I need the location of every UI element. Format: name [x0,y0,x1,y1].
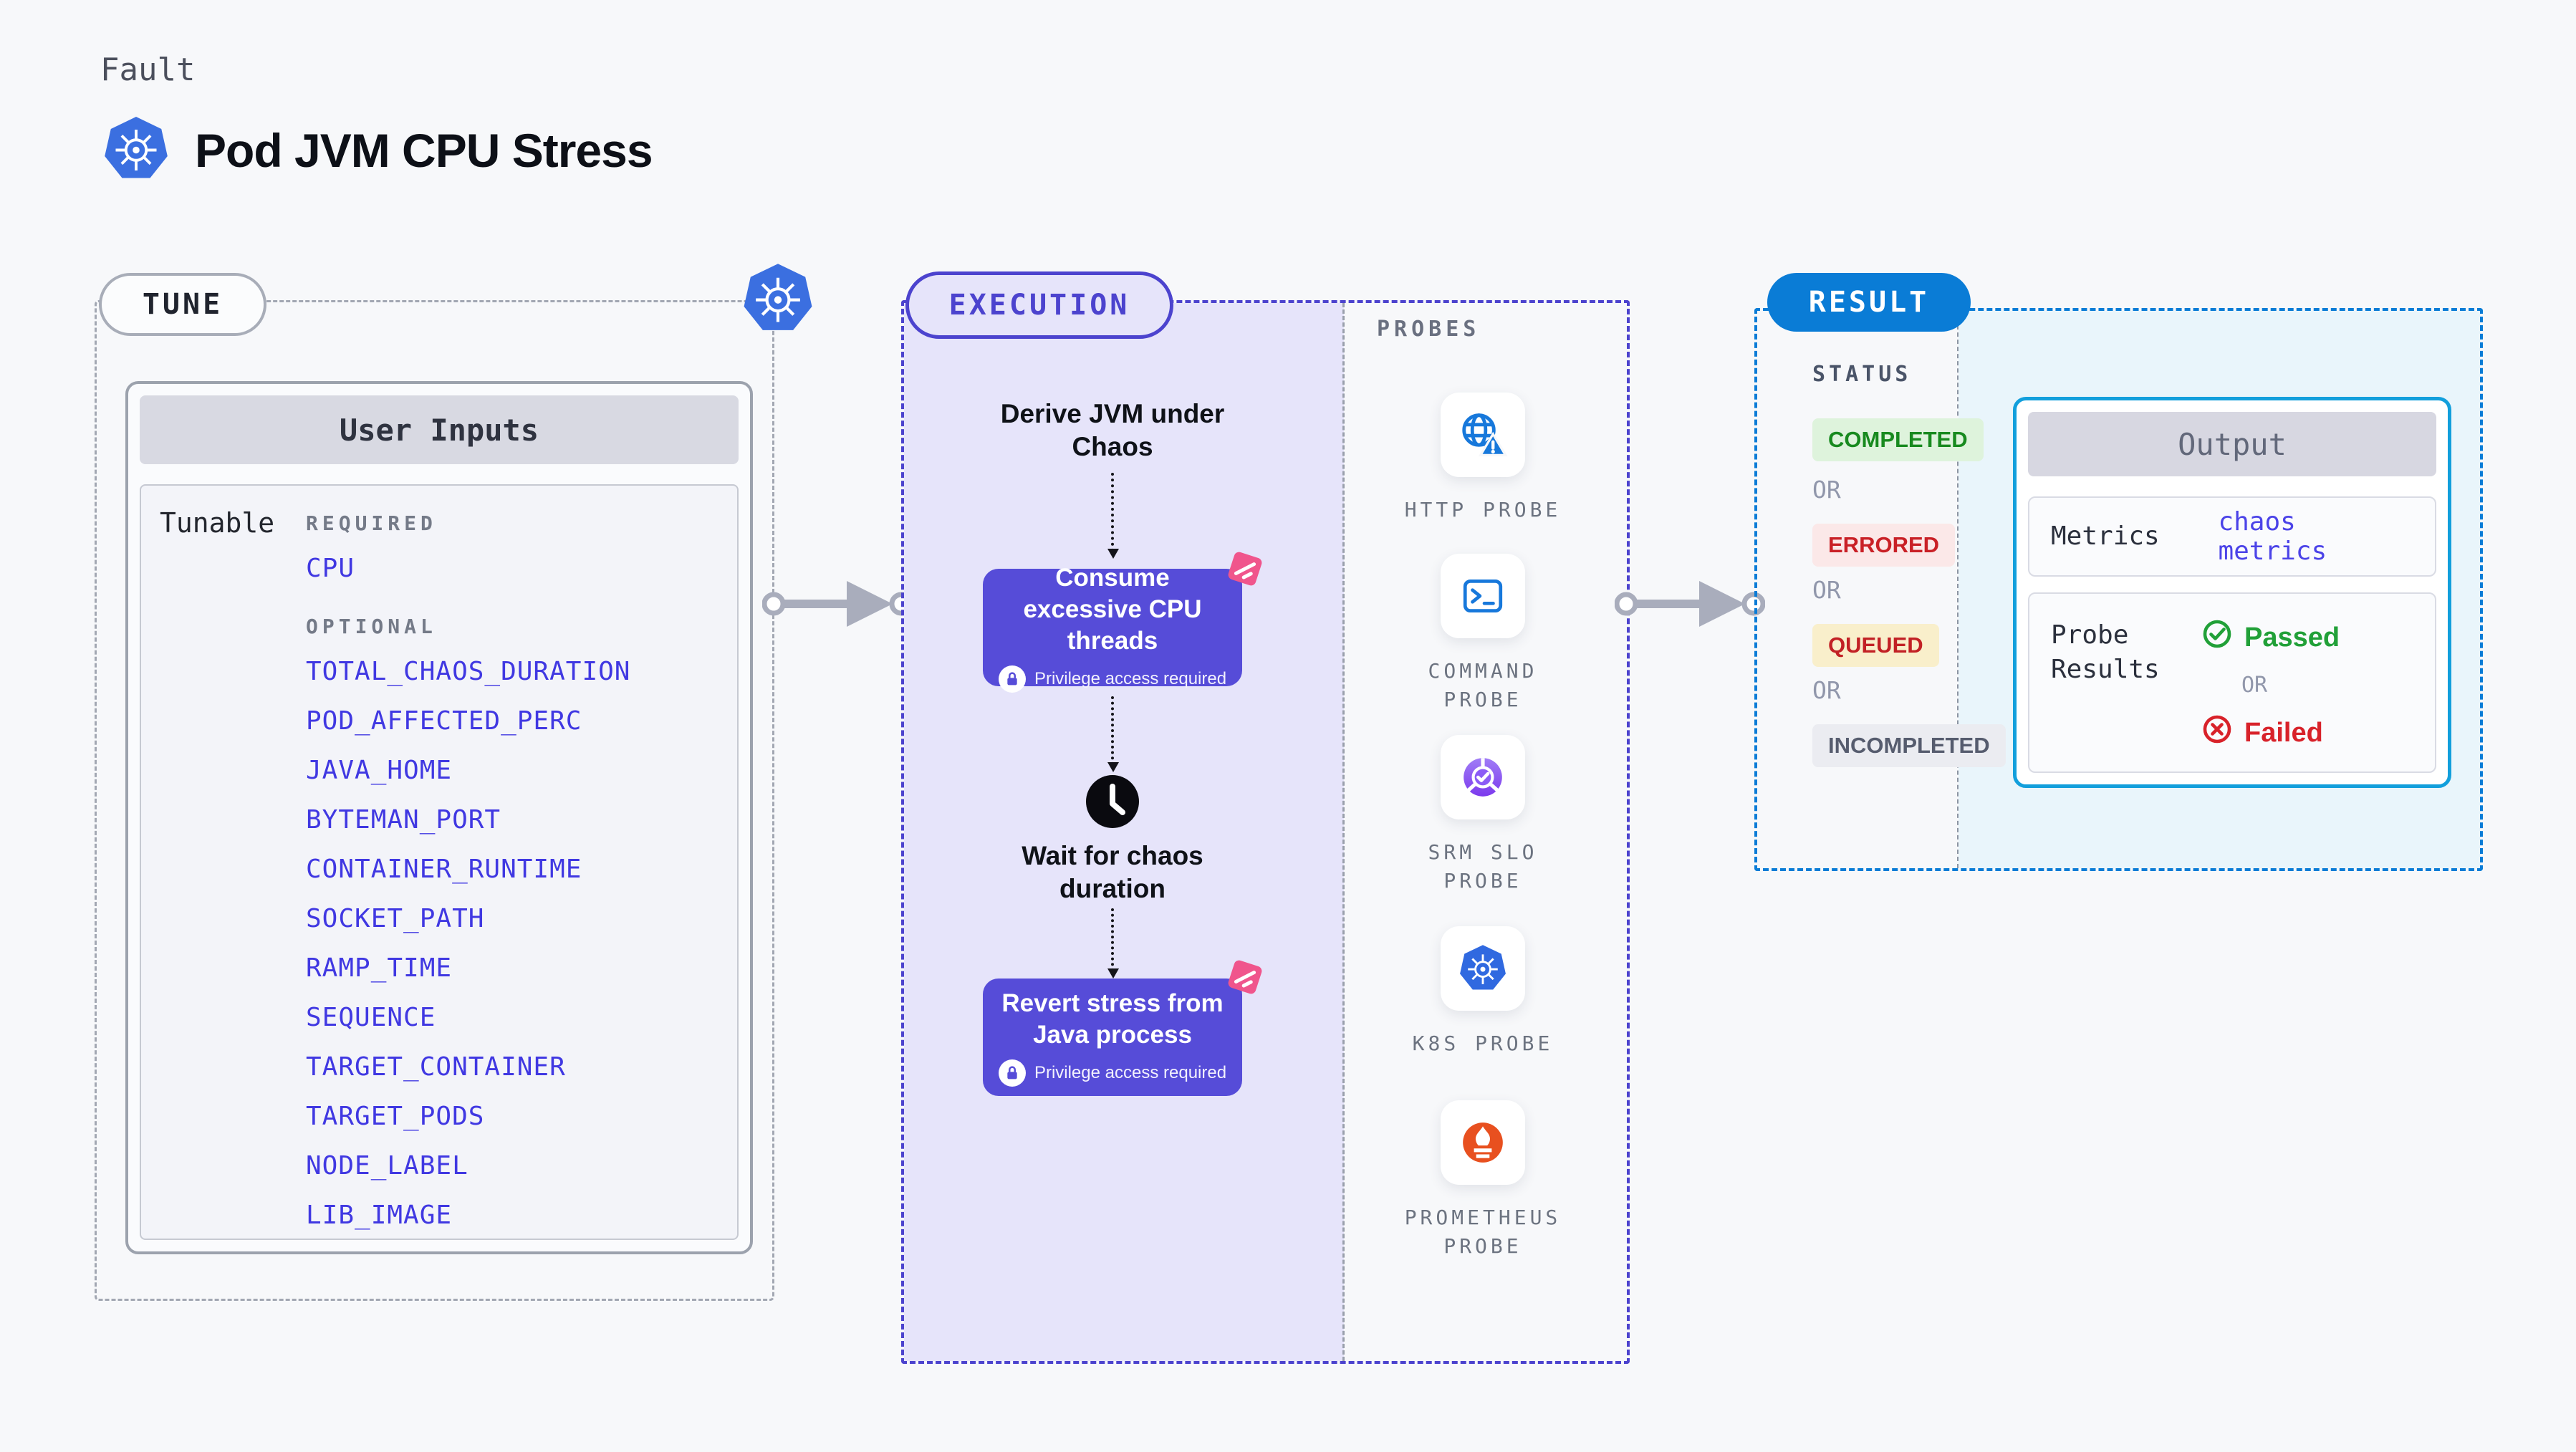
probe-item-k8s: K8S PROBE [1390,926,1576,1058]
or-label: OR [1812,676,1841,704]
output-card: Output Metrics chaos metrics Probe Resul… [2013,397,2451,788]
failed-line: Failed [2201,713,2340,752]
probe-name: PROMETHEUS PROBE [1404,1206,1562,1258]
output-title: Output [2028,412,2436,476]
passed-line: Passed [2201,618,2340,657]
probe-item-prometheus: PROMETHEUS PROBE [1390,1100,1576,1261]
status-badge-completed: COMPLETED [1812,418,1984,461]
optional-section-label: OPTIONAL [306,615,437,638]
prometheus-icon [1441,1100,1525,1185]
step-consume-cpu-title: Consume excessive CPU threads [1023,564,1202,655]
param-java-home: JAVA_HOME [306,756,453,785]
probe-name: K8S PROBE [1412,1032,1554,1055]
param-byteman-port: BYTEMAN_PORT [306,805,501,835]
probe-results-row: Probe Results Passed OR [2028,592,2436,773]
param-node-label: NODE_LABEL [306,1151,468,1181]
param-cpu: CPU [306,554,355,583]
x-circle-icon [2201,713,2233,752]
user-inputs-list: Tunable REQUIRED CPU OPTIONAL TOTAL_CHAO… [140,484,739,1240]
failed-text: Failed [2244,717,2323,748]
or-label: OR [1812,476,1841,504]
step-consume-cpu-box: Consume excessive CPU threads Privilege … [983,564,1242,693]
step-wait-duration: Wait for chaos duration [1022,841,1203,903]
kubernetes-icon [741,255,815,342]
status-section-label: STATUS [1812,362,1912,387]
globe-warning-icon [1441,393,1525,477]
user-inputs-card: User Inputs Tunable REQUIRED CPU OPTIONA… [125,381,753,1254]
param-container-runtime: CONTAINER_RUNTIME [306,855,582,884]
required-section-label: REQUIRED [306,511,437,535]
kubernetes-icon [1441,926,1525,1011]
flow-arrow [762,581,913,627]
clock-icon [1085,774,1140,830]
check-circle-icon [2201,618,2233,657]
param-ramp-time: RAMP_TIME [306,953,453,983]
kubernetes-icon [102,115,170,183]
privilege-note: Privilege access required [998,1059,1227,1087]
chaos-badge-icon [1225,957,1265,997]
fault-kicker: Fault [100,52,196,88]
probe-item-http: HTTP PROBE [1390,393,1576,524]
terminal-icon [1441,554,1525,638]
flow-connector [1107,473,1119,559]
tune-pill: TUNE [99,273,266,336]
slo-check-icon [1441,735,1525,819]
probe-results-label: Probe Results [2051,620,2160,684]
result-divider [1957,311,1959,868]
passed-text: Passed [2244,622,2340,653]
step-derive-jvm: Derive JVM under Chaos [1000,399,1225,461]
execution-section-border [901,300,1630,1364]
param-lib-image: LIB_IMAGE [306,1201,453,1230]
result-pill: RESULT [1767,273,1971,332]
or-label: OR [2241,673,2268,698]
probe-results-values: Passed OR Failed [2201,618,2340,752]
probe-name: HTTP PROBE [1404,498,1562,521]
flow-connector [1107,908,1119,979]
metrics-row: Metrics chaos metrics [2028,496,2436,577]
probe-item-command: COMMAND PROBE [1390,554,1576,714]
lock-icon [998,665,1026,693]
user-inputs-title: User Inputs [140,395,739,464]
param-total-chaos-duration: TOTAL_CHAOS_DURATION [306,657,631,686]
param-sequence: SEQUENCE [306,1003,436,1032]
step-revert-stress-box: Revert stress from Java process Privileg… [983,979,1242,1096]
flow-connector [1107,696,1119,772]
privilege-note-text: Privilege access required [1034,669,1227,688]
privilege-note: Privilege access required [998,665,1227,693]
tunable-params-column: REQUIRED CPU OPTIONAL TOTAL_CHAOS_DURATI… [306,504,630,1239]
probes-divider [1342,303,1345,1361]
status-badge-queued: QUEUED [1812,624,1939,667]
chaos-badge-icon [1225,549,1265,589]
status-badge-incompleted: INCOMPLETED [1812,724,2006,767]
or-label: OR [1812,576,1841,604]
privilege-note-text: Privilege access required [1034,1063,1227,1082]
flow-arrow [1615,581,1765,627]
param-target-container: TARGET_CONTAINER [306,1052,566,1082]
page-title: Pod JVM CPU Stress [195,124,653,177]
execution-pill: EXECUTION [905,271,1173,339]
param-socket-path: SOCKET_PATH [306,904,485,933]
probe-name: COMMAND PROBE [1428,659,1538,711]
execution-flow-panel [904,303,1344,1361]
step-revert-stress-title: Revert stress from Java process [1001,989,1224,1049]
metrics-value: chaos metrics [2218,507,2327,566]
probe-name: SRM SLO PROBE [1428,840,1538,893]
status-badge-errored: ERRORED [1812,524,1956,567]
metrics-label: Metrics [2051,521,2160,551]
param-target-pods: TARGET_PODS [306,1102,485,1131]
tunable-row-label: Tunable [160,507,275,539]
param-pod-affected-perc: POD_AFFECTED_PERC [306,706,582,736]
probes-section-label: PROBES [1377,317,1481,342]
lock-icon [998,1059,1026,1087]
tune-section-border [95,300,774,1301]
probe-item-srm-slo: SRM SLO PROBE [1390,735,1576,895]
